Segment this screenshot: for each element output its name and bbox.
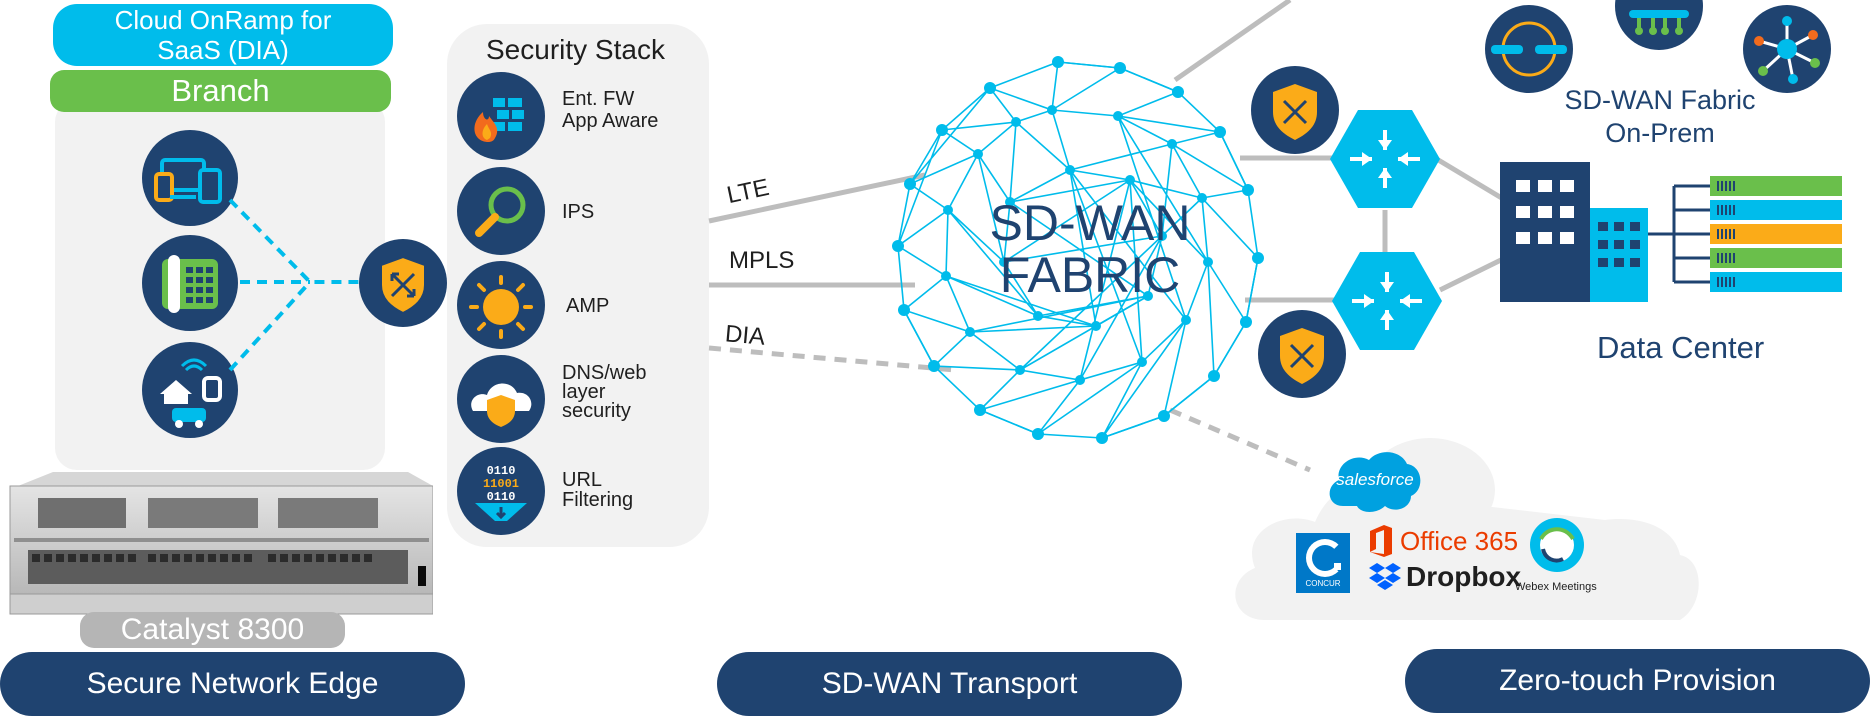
edge-firewall-icon — [359, 239, 447, 327]
concur-c-icon — [1306, 539, 1344, 577]
vmanage-hub-icon — [1743, 5, 1831, 93]
onprem-firewall-icon-top — [1251, 66, 1339, 154]
phone-icon — [142, 235, 238, 331]
security-stack-title: Security Stack — [486, 34, 665, 65]
branch-title: Branch — [171, 73, 270, 108]
url-line1: URL — [562, 469, 603, 491]
sd-wan-fabric-mesh — [892, 56, 1264, 444]
iot-home-car-icon — [142, 342, 238, 438]
mpls-label: MPLS — [729, 247, 795, 274]
footer-ztp-label: Zero-touch Provision — [1499, 664, 1776, 697]
webex-logo: Webex Meetings — [1515, 515, 1635, 600]
fabric-line1: SD-WAN — [989, 195, 1191, 251]
branch-links — [228, 198, 365, 372]
catalyst-8300-label: Catalyst 8300 — [80, 612, 345, 648]
salesforce-text: salesforce — [1336, 470, 1414, 489]
dns-web-label: DNS/web layer security — [562, 362, 647, 422]
webex-text: Webex Meetings — [1515, 581, 1597, 593]
amp-malware-icon — [457, 261, 545, 349]
data-center-label: Data Center — [1597, 330, 1765, 365]
dns-web-line1: DNS/web — [562, 362, 647, 384]
onprem-title: SD-WAN Fabric On-Prem — [1535, 84, 1785, 150]
footer-sd-wan-transport: SD-WAN Transport — [717, 652, 1182, 716]
dns-security-icon — [457, 355, 545, 443]
cloud-onramp-line2: SaaS (DIA) — [157, 35, 289, 65]
router-icon-top — [1330, 110, 1440, 208]
amp-label: AMP — [566, 295, 610, 317]
vbond-orchestrator-icon — [1615, 0, 1703, 50]
data-center-building-icon — [1500, 162, 1650, 302]
dropbox-text: Dropbox — [1406, 561, 1522, 592]
salesforce-logo: salesforce — [1325, 446, 1425, 516]
ent-fw-line1: Ent. FW — [562, 88, 635, 110]
office365-text: Office 365 — [1400, 526, 1519, 556]
dns-web-line2: layer — [562, 381, 606, 403]
office365-logo: Office 365 — [1368, 525, 1548, 557]
url-filtering-label: URL Filtering — [562, 470, 633, 510]
concur-text: CONCUR — [1305, 579, 1341, 588]
branch-title-badge: Branch — [50, 70, 391, 112]
server-rack-icon — [1648, 176, 1842, 292]
dropbox-icon — [1369, 563, 1401, 590]
footer-edge-label: Secure Network Edge — [86, 667, 379, 700]
concur-dot-icon — [1334, 563, 1341, 570]
device-label: Catalyst 8300 — [120, 613, 305, 646]
webex-icon — [1530, 518, 1584, 572]
devices-icon — [142, 130, 238, 226]
dia-label: DIA — [723, 320, 767, 351]
onprem-firewall-icon-bottom — [1258, 310, 1346, 398]
ent-fw-label: Ent. FW App Aware — [562, 88, 658, 132]
ent-fw-line2: App Aware — [562, 110, 659, 132]
fabric-line2: FABRIC — [999, 247, 1181, 303]
svg-text:11001: 11001 — [483, 477, 519, 491]
router-icon-bottom — [1332, 252, 1442, 350]
concur-logo: CONCUR — [1296, 533, 1350, 593]
dropbox-logo: Dropbox — [1368, 561, 1522, 595]
ips-magnifier-icon — [457, 167, 545, 255]
office-icon — [1370, 525, 1392, 557]
svg-text:0110: 0110 — [487, 464, 516, 478]
cloud-onramp-badge: Cloud OnRamp for SaaS (DIA) — [53, 4, 393, 66]
footer-secure-network-edge: Secure Network Edge — [0, 652, 465, 716]
ips-label: IPS — [562, 201, 595, 223]
url-line2: Filtering — [562, 489, 634, 511]
fabric-title: SD-WAN FABRIC — [960, 197, 1220, 301]
firewall-app-icon — [457, 72, 545, 160]
url-filter-icon: 0110 11001 0110 — [457, 447, 545, 535]
cloud-onramp-line1: Cloud OnRamp for — [114, 5, 332, 35]
footer-zero-touch-provision: Zero-touch Provision — [1405, 649, 1870, 713]
onprem-line2: On-Prem — [1605, 118, 1715, 148]
catalyst-8300-device — [8, 466, 434, 616]
svg-text:0110: 0110 — [487, 490, 516, 504]
dns-web-line3: security — [562, 400, 631, 422]
footer-transport-label: SD-WAN Transport — [821, 667, 1078, 700]
onprem-line1: SD-WAN Fabric — [1564, 85, 1756, 115]
vsmart-controller-icon — [1485, 5, 1573, 93]
